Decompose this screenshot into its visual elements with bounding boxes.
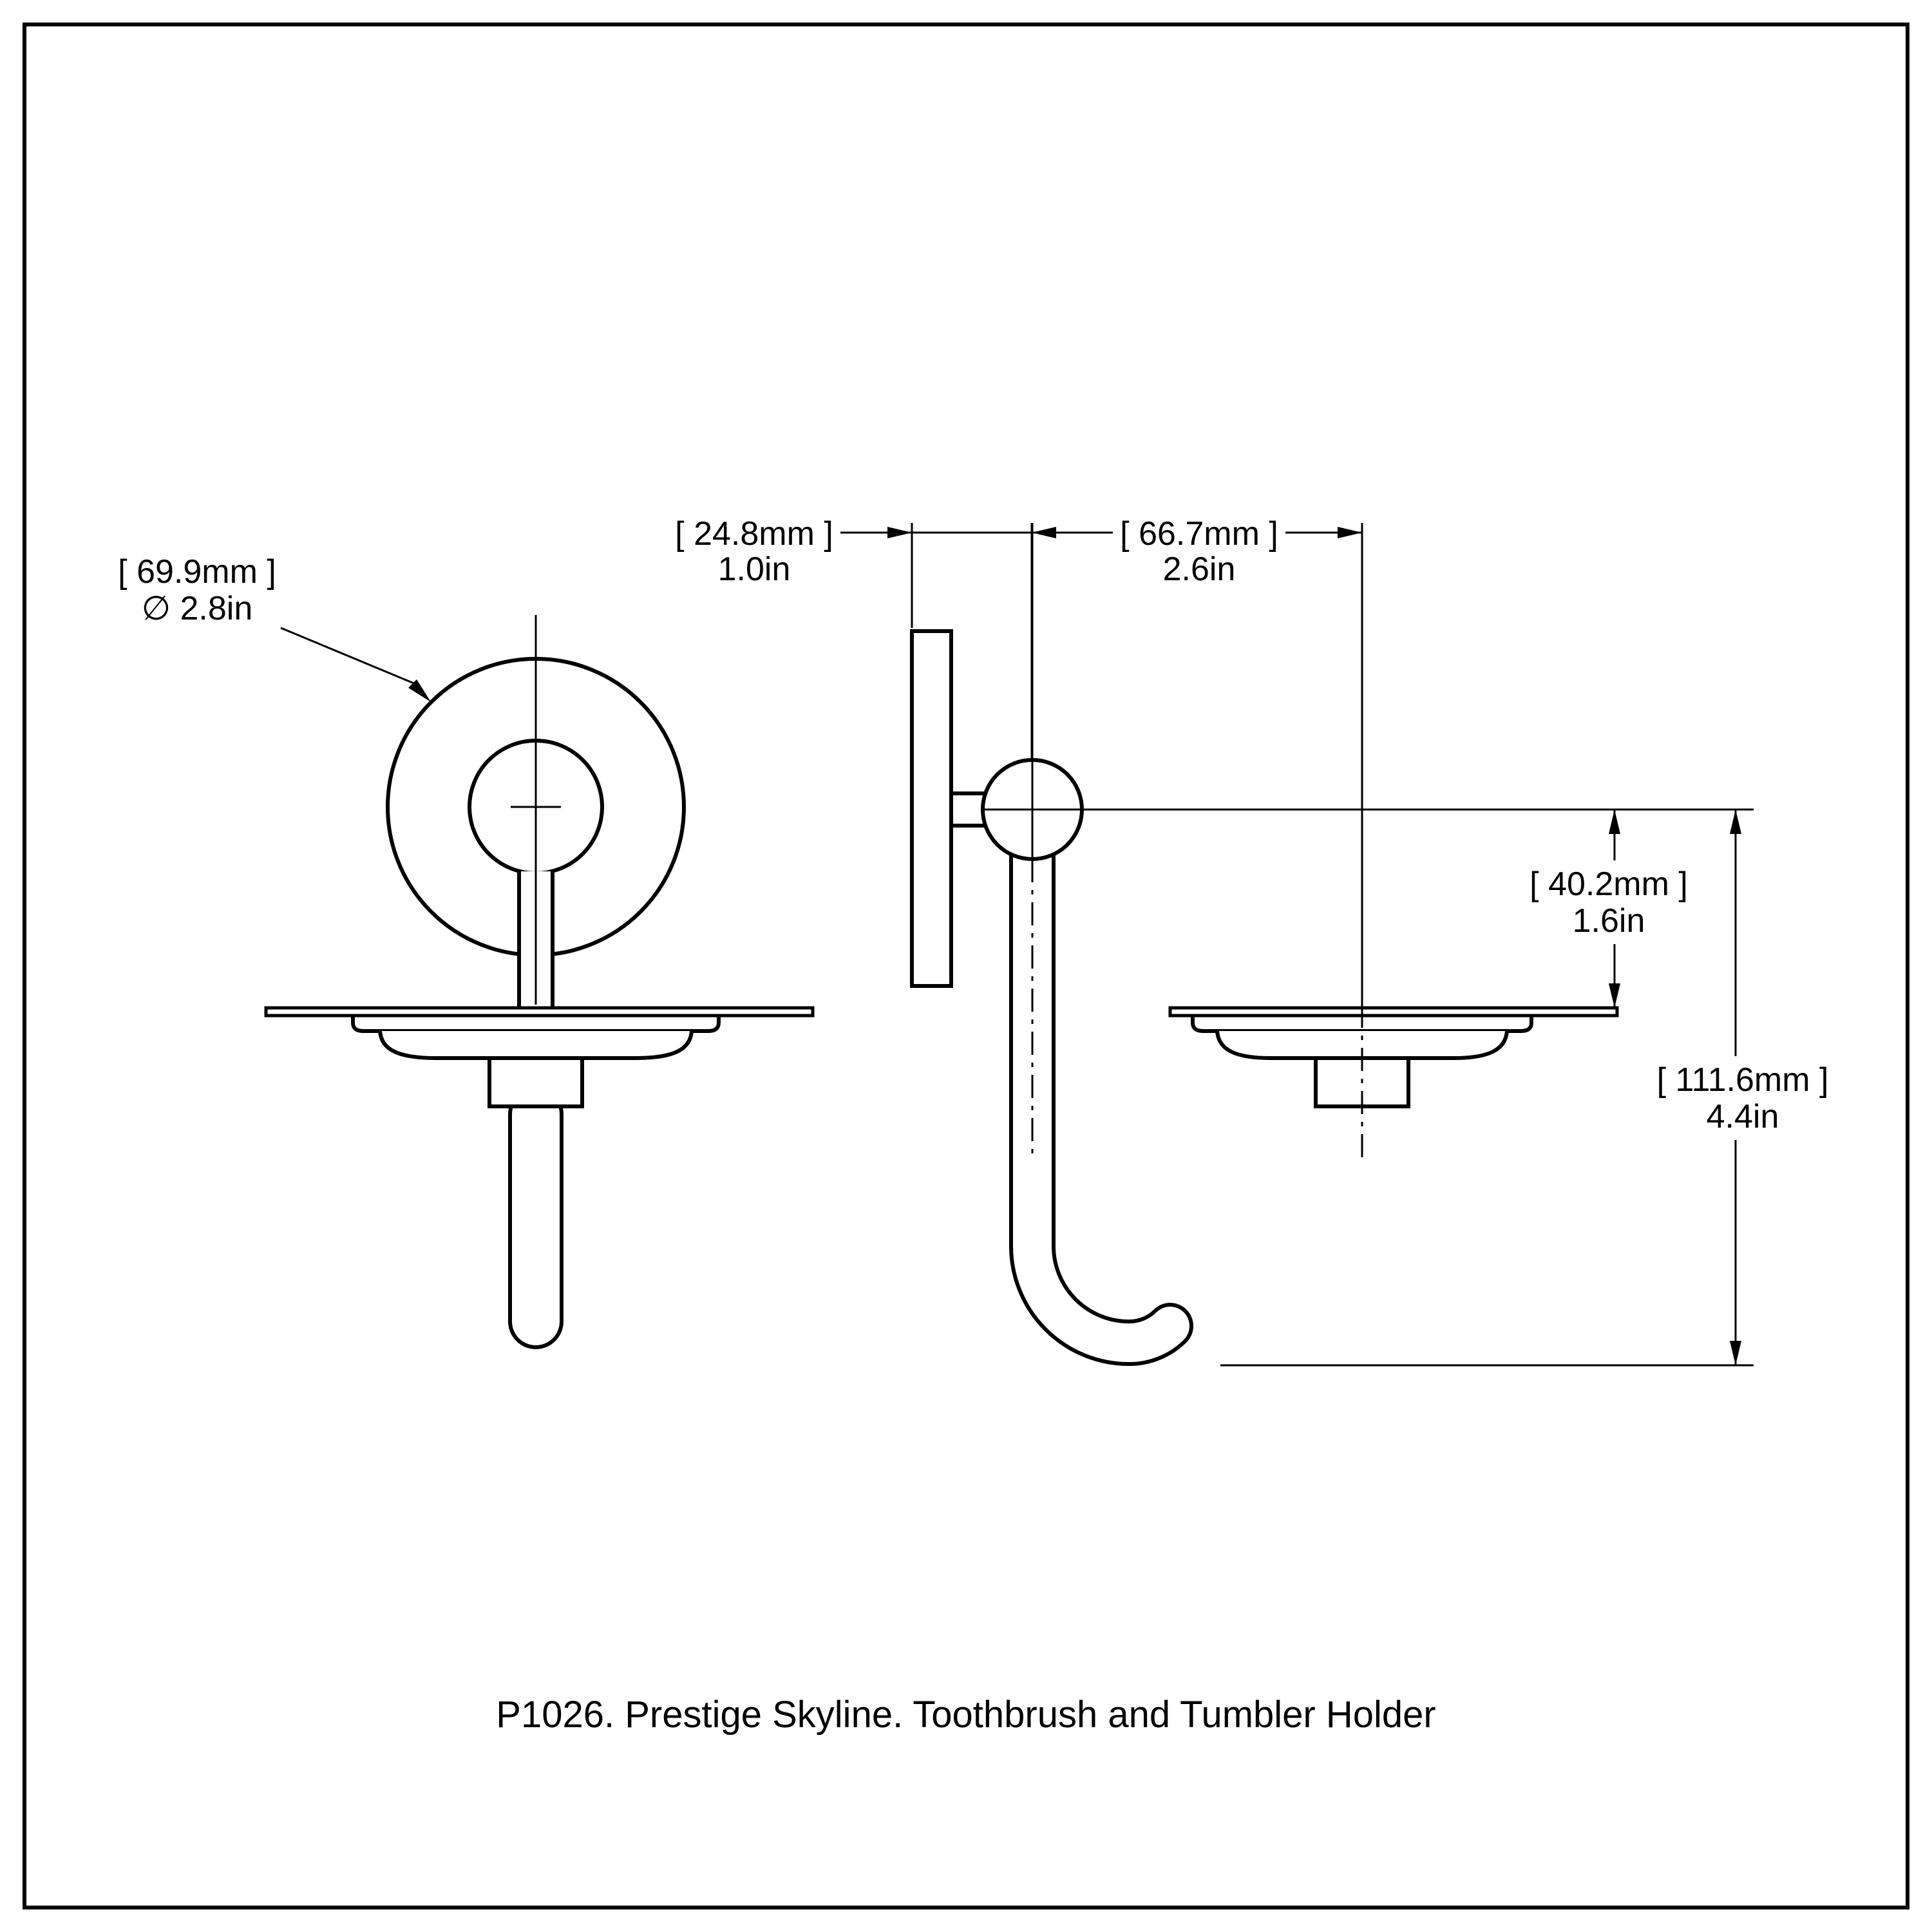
shelf-front	[264, 1006, 815, 1018]
arrowhead-111-6-bottom	[1730, 1341, 1741, 1365]
leader-arrowhead-69-9	[408, 679, 431, 702]
dimension-labels: [ 69.9mm ] ∅ 2.8in [ 24.8mm ] 1.0in [ 66…	[118, 515, 1828, 1135]
label-backplate-diameter-in: ∅ 2.8in	[142, 590, 253, 627]
dimension-annotations	[280, 523, 1839, 1367]
drawing-caption: P1026. Prestige Skyline. Toothbrush and …	[496, 1694, 1435, 1736]
shelf-side	[1168, 1006, 1619, 1018]
j-hook-arm-fill	[1013, 805, 1189, 1362]
side-view	[910, 629, 1619, 1366]
label-drop-mm: [ 40.2mm ]	[1530, 866, 1688, 903]
label-drop-in: 1.6in	[1573, 902, 1645, 940]
label-wall-offset-mm: [ 24.8mm ]	[675, 515, 833, 553]
front-view	[264, 615, 815, 1349]
arrowhead-cup-center	[1338, 527, 1362, 538]
tumbler-dish-bowl	[378, 1030, 694, 1060]
leader-line-69-9	[280, 627, 416, 685]
label-projection-in: 2.6in	[1163, 551, 1236, 588]
tumbler-dish-rim	[351, 1016, 721, 1033]
label-overall-height-in: 4.4in	[1707, 1098, 1779, 1135]
label-mask-40-2	[1528, 860, 1690, 944]
label-overall-height-mm: [ 111.6mm ]	[1657, 1061, 1829, 1099]
arrowhead-111-6-top	[1730, 810, 1741, 834]
label-mask-111-6	[1646, 1056, 1839, 1140]
wall-plate	[910, 629, 953, 988]
cup-collar	[488, 1056, 584, 1108]
arrowhead-wall-face	[887, 527, 912, 538]
arrowhead-40-2-bottom	[1609, 983, 1620, 1008]
arrowhead-40-2-top	[1609, 810, 1620, 834]
page-border	[23, 23, 1909, 1909]
arrowhead-ball-center	[1032, 527, 1056, 538]
label-projection-mm: [ 66.7mm ]	[1120, 515, 1278, 553]
label-backplate-diameter-mm: [ 69.9mm ]	[118, 553, 276, 591]
label-wall-offset-in: 1.0in	[718, 551, 791, 588]
